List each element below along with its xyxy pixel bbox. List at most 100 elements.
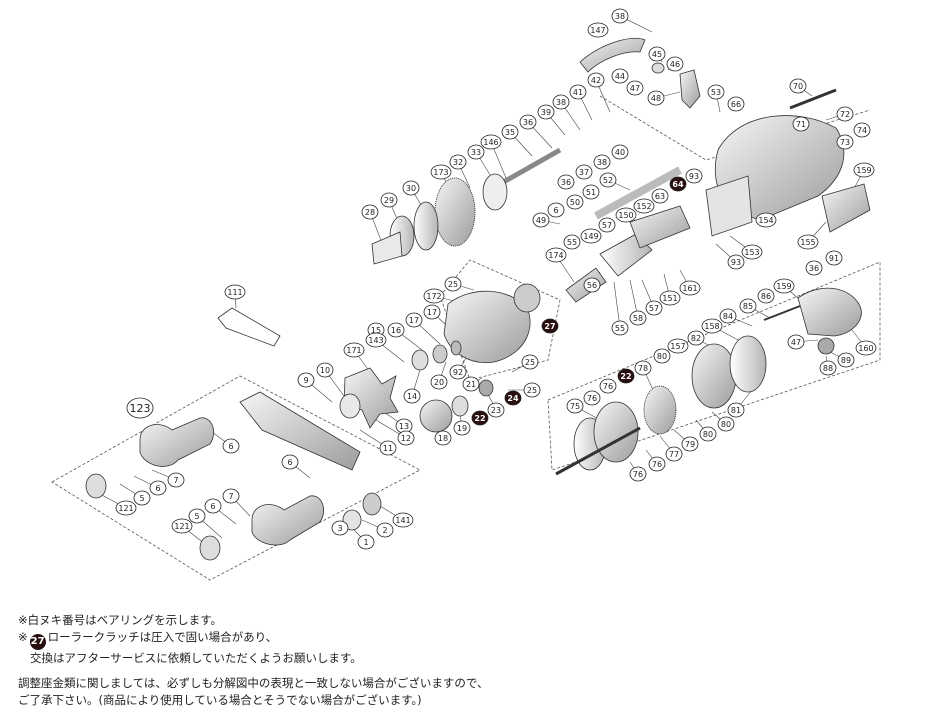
note-bearing: ※白ヌキ番号はベアリングを示します。 [18, 613, 222, 627]
callout-bubble [665, 446, 683, 462]
callout-76: 76 [629, 466, 647, 482]
callout-58: 58 [629, 310, 647, 326]
callout-57: 57 [645, 300, 663, 316]
callout-number: 6 [553, 206, 558, 215]
callout-bubble [836, 134, 854, 150]
callout-bubble [361, 204, 379, 220]
callout-number: 75 [570, 402, 580, 411]
callout-bubble [819, 360, 837, 376]
callout-number: 20 [434, 378, 444, 387]
callout-bubble [343, 342, 365, 358]
callout-number: 56 [587, 281, 597, 290]
callout-number: 39 [541, 108, 551, 117]
callout-bubble [171, 518, 193, 534]
callout-bubble [126, 397, 154, 419]
callout-11: 11 [379, 440, 397, 456]
callout-75: 75 [566, 398, 584, 414]
callout-bubble [792, 116, 810, 132]
callout-number: 151 [662, 294, 677, 303]
callout-89: 89 [837, 352, 855, 368]
callout-76: 76 [599, 378, 617, 394]
callout-171: 171 [343, 342, 365, 358]
callout-number: 111 [227, 288, 242, 297]
callout-9: 9 [297, 372, 315, 388]
part-ring-16 [432, 344, 448, 364]
frame-top-guide [599, 95, 871, 161]
part-rod-86 [763, 305, 801, 321]
callout-number: 146 [483, 138, 498, 147]
callout-number: 16 [391, 326, 401, 335]
callout-bubble [615, 207, 637, 223]
callout-55: 55 [611, 320, 629, 336]
callout-18: 18 [434, 430, 452, 446]
callout-number: 92 [453, 368, 463, 377]
callout-bubble [598, 217, 616, 233]
callout-bubble [357, 534, 375, 550]
callout-bubble [392, 512, 414, 528]
callout-bubble [617, 368, 635, 384]
callout-bubble [719, 308, 737, 324]
callout-number: 80 [721, 420, 731, 429]
part-cover-arm [579, 37, 646, 73]
callout-number: 6 [287, 458, 292, 467]
callout-bubble [566, 194, 584, 210]
callout-bubble [444, 276, 462, 292]
callout-number: 161 [682, 284, 697, 293]
callout-bubble [434, 430, 452, 446]
callout-number: 10 [320, 366, 330, 375]
part-washer-19 [451, 395, 469, 417]
callout-number: 173 [433, 168, 448, 177]
callout-bubble [651, 188, 669, 204]
callout-76: 76 [583, 390, 601, 406]
callout-number: 30 [406, 184, 416, 193]
callout-44: 44 [611, 68, 629, 84]
callout-2: 2 [376, 522, 394, 538]
callout-bubble [204, 498, 222, 514]
callout-52: 52 [599, 172, 617, 188]
callout-bubble [167, 472, 185, 488]
callout-36: 36 [519, 114, 537, 130]
part-ring-17 [450, 340, 462, 356]
callout-bubble [380, 192, 398, 208]
part-clutch-cam [629, 205, 691, 249]
callout-38: 38 [552, 94, 570, 110]
callout-number: 13 [399, 422, 409, 431]
callout-17: 17 [405, 312, 423, 328]
callout-number: 80 [703, 430, 713, 439]
callout-bubble [376, 522, 394, 538]
callout-bubble [365, 332, 387, 348]
callout-bubble [331, 520, 349, 536]
callout-number: 57 [602, 221, 612, 230]
callout-bubble [667, 338, 689, 354]
callout-number: 150 [618, 211, 633, 220]
note-mark: ※ [18, 630, 28, 644]
callout-number: 76 [652, 460, 662, 469]
callout-number: 47 [791, 338, 801, 347]
callout-6: 6 [547, 202, 565, 218]
callout-number: 123 [130, 402, 151, 415]
callout-number: 36 [523, 118, 533, 127]
callout-bubble [387, 322, 405, 338]
callout-number: 19 [457, 424, 467, 433]
callout-7: 7 [222, 488, 240, 504]
callout-157: 157 [667, 338, 689, 354]
part-frame-plate [705, 175, 753, 237]
callout-51: 51 [582, 184, 600, 200]
callout-16: 16 [387, 322, 405, 338]
callout-number: 5 [139, 494, 144, 503]
callout-number: 25 [527, 386, 537, 395]
callout-number: 121 [174, 522, 189, 531]
callout-63: 63 [651, 188, 669, 204]
callout-number: 38 [615, 12, 625, 21]
callout-159: 159 [853, 162, 875, 178]
callout-80: 80 [717, 416, 735, 432]
callout-14: 14 [403, 388, 421, 404]
callout-number: 157 [670, 342, 685, 351]
part-knob-cap-left [85, 473, 107, 499]
callout-bubble [316, 362, 334, 378]
callout-22: 22 [617, 368, 635, 384]
part-handle-arm [239, 391, 361, 471]
callout-number: 18 [438, 434, 448, 443]
callout-number: 36 [561, 178, 571, 187]
